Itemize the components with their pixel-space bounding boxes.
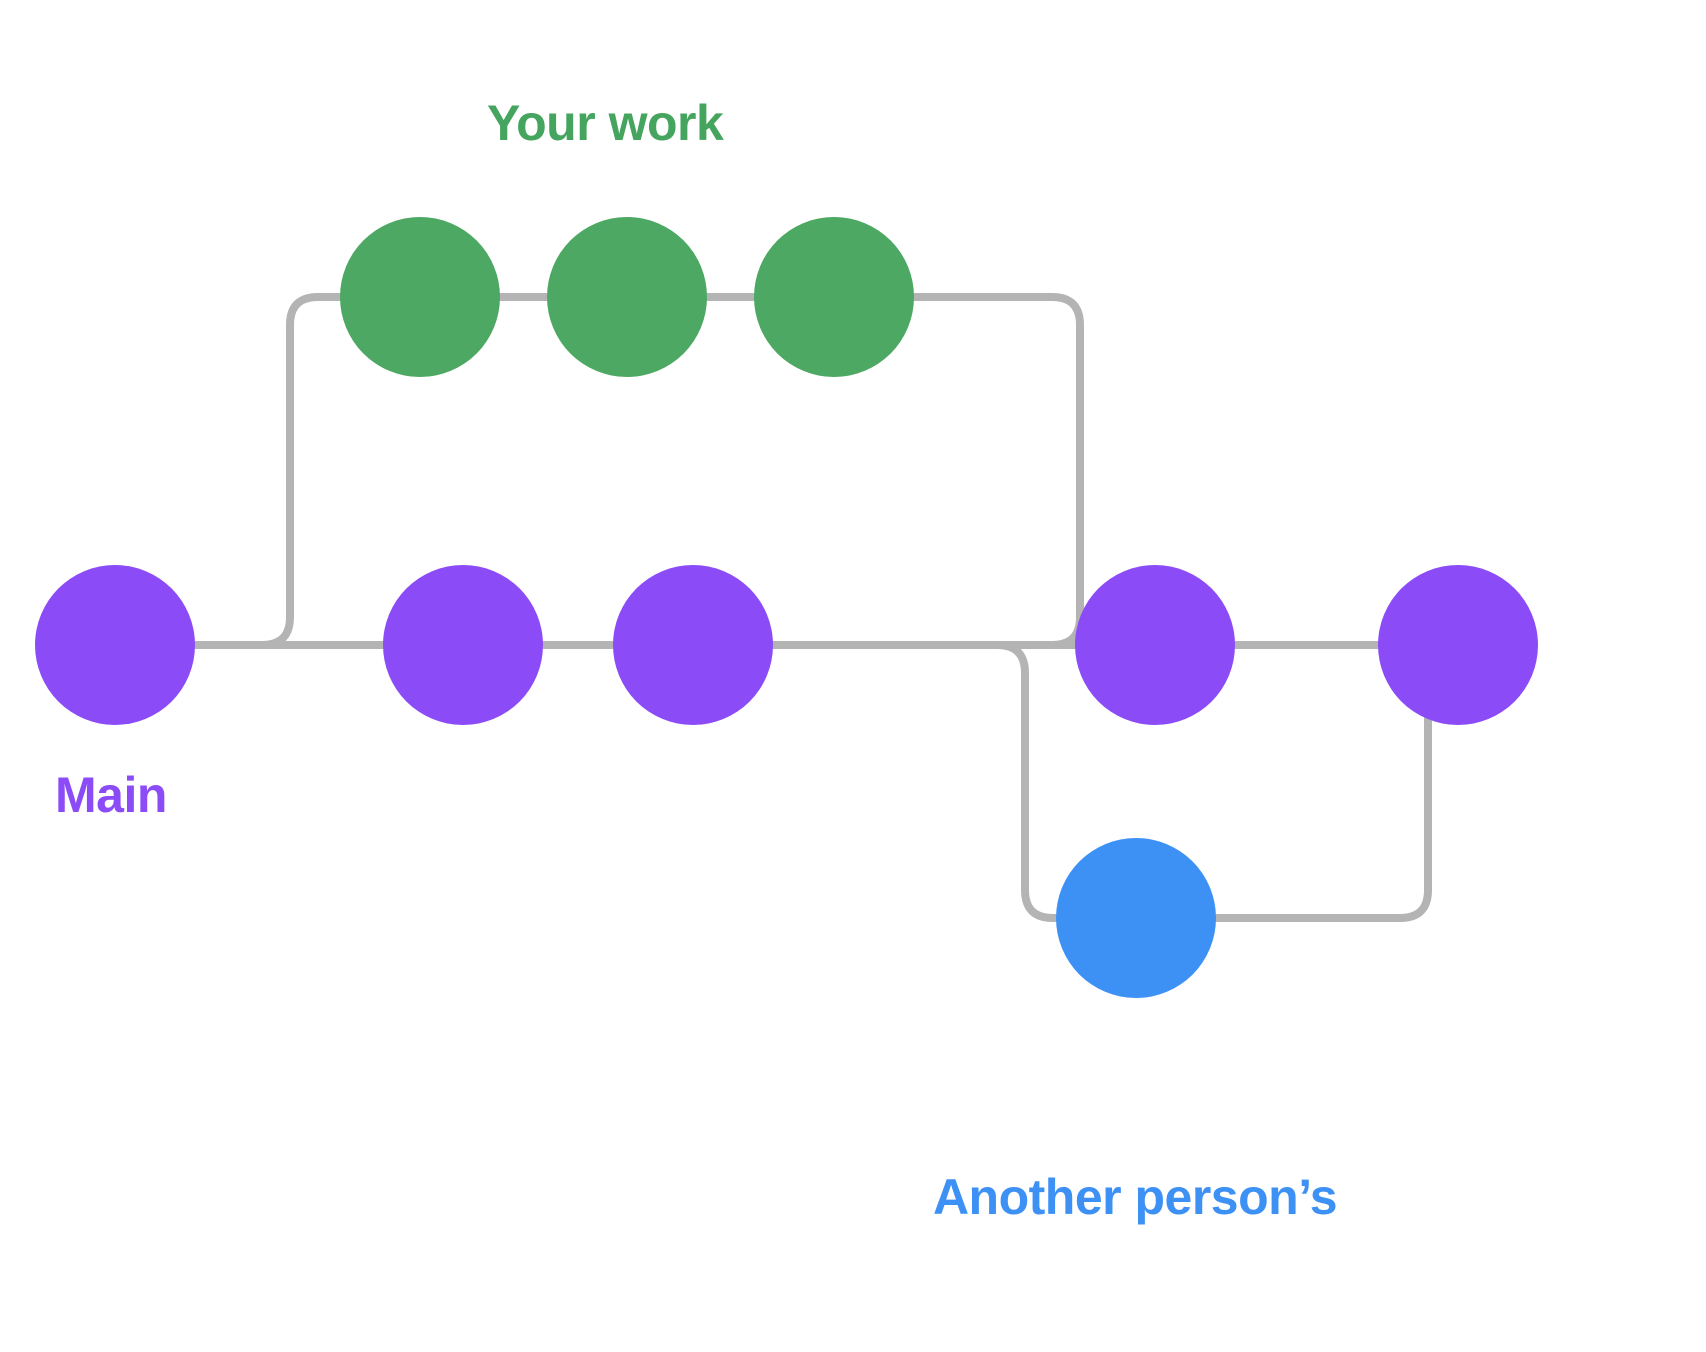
connector-layer xyxy=(191,293,1474,922)
connector-branch-up-your-work xyxy=(236,293,349,649)
commit-node-main-0[interactable] xyxy=(35,565,195,725)
branch-another-person-nodes xyxy=(1056,838,1216,998)
connector-branch-down-another-person xyxy=(901,641,1064,922)
branch-your-work-nodes xyxy=(340,217,914,377)
branch-main-nodes xyxy=(35,565,1538,725)
branch-label-your-work: Your work xyxy=(487,95,724,151)
commit-node-main-2[interactable] xyxy=(613,565,773,725)
branch-label-main: Main xyxy=(55,767,167,823)
branch-label-another-person: Another person’s work xyxy=(905,1050,1365,1352)
commit-node-main-1[interactable] xyxy=(383,565,543,725)
branch-label-another-person-line2: work xyxy=(905,1345,1365,1352)
commit-node-your-work-1[interactable] xyxy=(547,217,707,377)
commit-node-your-work-0[interactable] xyxy=(340,217,500,377)
connector-merge-down-your-work xyxy=(904,293,1084,649)
commit-node-another-person-0[interactable] xyxy=(1056,838,1216,998)
commit-node-main-4[interactable] xyxy=(1378,565,1538,725)
commit-node-your-work-2[interactable] xyxy=(754,217,914,377)
branch-label-another-person-line1: Another person’s xyxy=(932,1169,1338,1225)
commit-node-main-3[interactable] xyxy=(1075,565,1235,725)
